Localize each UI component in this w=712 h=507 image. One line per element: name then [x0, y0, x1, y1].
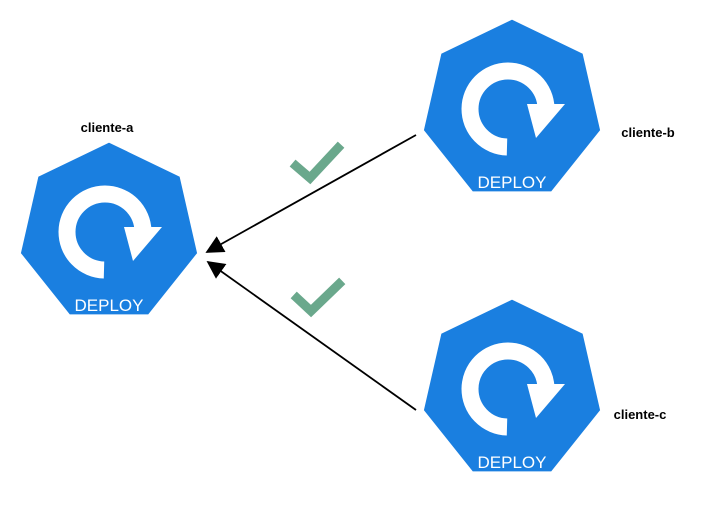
checkmark-icon	[290, 277, 346, 318]
deploy-badge: DEPLOY	[478, 173, 547, 192]
node-label-cliente-a: cliente-a	[81, 120, 135, 135]
node-label-cliente-c: cliente-c	[614, 407, 667, 422]
refresh-arrow-icon	[461, 342, 565, 436]
node-label-cliente-b: cliente-b	[621, 125, 675, 140]
node-cliente-b: DEPLOY	[420, 16, 604, 195]
refresh-arrow-icon	[58, 185, 162, 279]
edge-cliente-b-to-cliente-a	[205, 134, 417, 253]
edge-cliente-c-to-cliente-a	[206, 260, 417, 411]
node-cliente-a: DEPLOY	[17, 139, 201, 318]
deploy-badge: DEPLOY	[478, 453, 547, 472]
node-cliente-c: DEPLOY	[420, 296, 604, 475]
checkmark-icon	[289, 141, 345, 185]
deploy-badge: DEPLOY	[75, 296, 144, 315]
heptagon-shape	[420, 16, 604, 195]
heptagon-shape	[420, 296, 604, 475]
heptagon-shape	[17, 139, 201, 318]
refresh-arrow-icon	[461, 62, 565, 156]
